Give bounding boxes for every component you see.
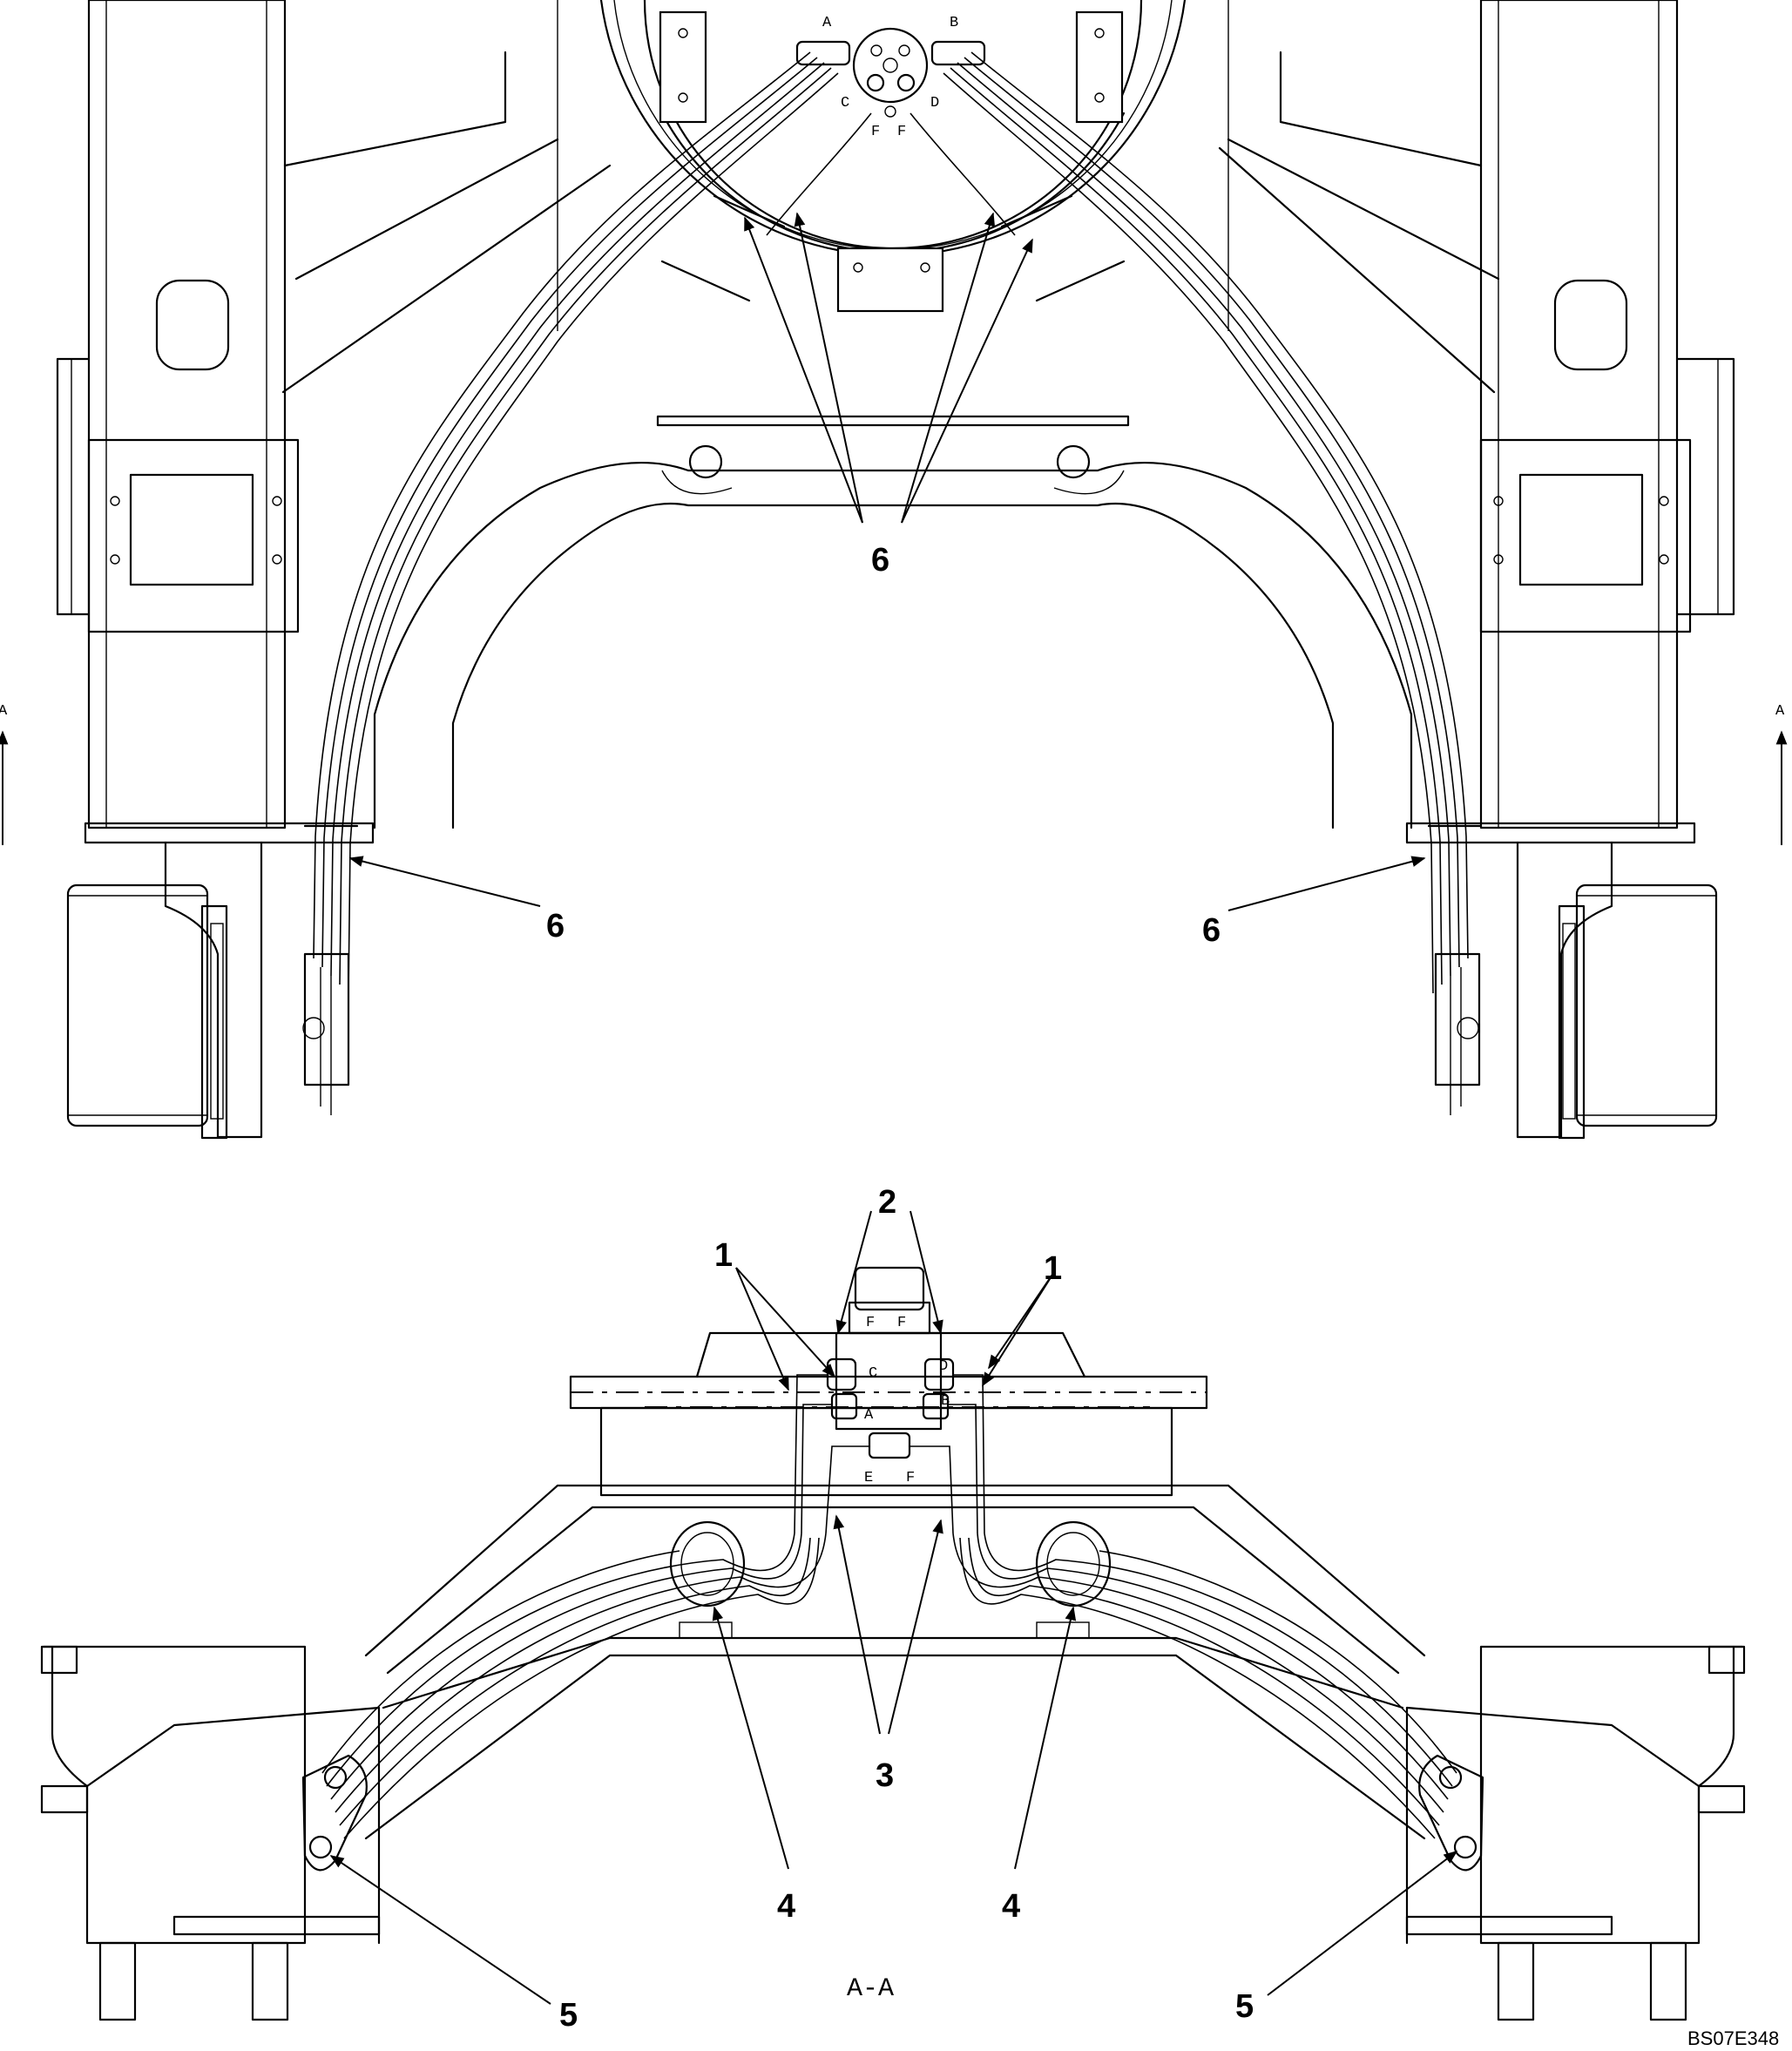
port-label-b-top: B bbox=[950, 15, 958, 31]
callout-1-left: 1 bbox=[714, 1237, 733, 1274]
axle-end-right bbox=[1405, 1645, 1746, 2021]
axle-beam-section bbox=[364, 1484, 1426, 1840]
port-label-d-top: D bbox=[930, 95, 939, 112]
callout-6-right: 6 bbox=[1202, 912, 1221, 949]
callout-5-left: 5 bbox=[559, 1997, 578, 2034]
svg-text:A: A bbox=[1775, 703, 1785, 720]
wheel-hub-left bbox=[66, 883, 350, 1140]
callout-6-center: 6 bbox=[871, 542, 889, 579]
port-label-f1-bottom: F bbox=[866, 1315, 875, 1331]
axle-end-left bbox=[40, 1645, 381, 2021]
callout-3: 3 bbox=[876, 1757, 894, 1794]
callout-5-right: 5 bbox=[1235, 1988, 1254, 2025]
ring-bracket-center bbox=[836, 247, 944, 313]
wheel-hub-right bbox=[1434, 883, 1718, 1140]
hose-bundle-section-left bbox=[321, 1533, 827, 1839]
port-label-f3-bottom: F bbox=[906, 1470, 915, 1486]
port-label-f1-top: F bbox=[871, 124, 880, 140]
hose-bundle-top-right bbox=[910, 51, 1469, 1115]
svg-text:A: A bbox=[0, 703, 8, 720]
port-label-e-bottom: E bbox=[864, 1470, 873, 1486]
axle-cross-member bbox=[373, 415, 1413, 829]
rotary-manifold-section: F F C D A B E F bbox=[826, 1266, 955, 1486]
callout-2: 2 bbox=[878, 1184, 896, 1221]
section-arrow-left: A bbox=[0, 703, 9, 845]
port-label-a-top: A bbox=[822, 15, 832, 31]
port-label-c-bottom: C bbox=[869, 1365, 877, 1382]
port-label-f2-top: F bbox=[897, 124, 906, 140]
hose-bundle-section-right bbox=[952, 1533, 1457, 1839]
callout-6-left: 6 bbox=[546, 908, 565, 944]
callout-6-leaders bbox=[348, 212, 1426, 911]
callout-4-left: 4 bbox=[777, 1888, 795, 1925]
port-label-f2-bottom: F bbox=[897, 1315, 906, 1331]
top-view: A B C D F F bbox=[56, 0, 1735, 1140]
port-label-b-bottom: B bbox=[941, 1393, 950, 1410]
frame-rail-left bbox=[56, 0, 612, 1139]
section-arrow-right: A bbox=[1775, 703, 1788, 845]
ring-bracket-left bbox=[659, 10, 707, 124]
hose-clamps-top bbox=[303, 194, 1483, 828]
ring-bracket-right bbox=[1075, 10, 1124, 124]
rotary-manifold-top bbox=[795, 27, 986, 118]
drawing-code: BS07E348 bbox=[1687, 2027, 1779, 2049]
callout-1-right: 1 bbox=[1044, 1250, 1062, 1287]
callout-leaders-section bbox=[329, 1210, 1458, 2005]
callout-4-right: 4 bbox=[1002, 1888, 1020, 1925]
hose-bundle-top-left bbox=[313, 51, 872, 1115]
port-label-c-top: C bbox=[841, 95, 849, 112]
port-label-a-bottom: A bbox=[864, 1407, 874, 1424]
port-label-d-bottom: D bbox=[939, 1358, 948, 1375]
manifold-drop-hoses bbox=[794, 1374, 985, 1534]
section-view-a-a: F F C D A B E F bbox=[40, 1184, 1746, 2034]
frame-rail-right bbox=[1218, 0, 1735, 1139]
section-view-label: A-A bbox=[847, 1974, 894, 2004]
